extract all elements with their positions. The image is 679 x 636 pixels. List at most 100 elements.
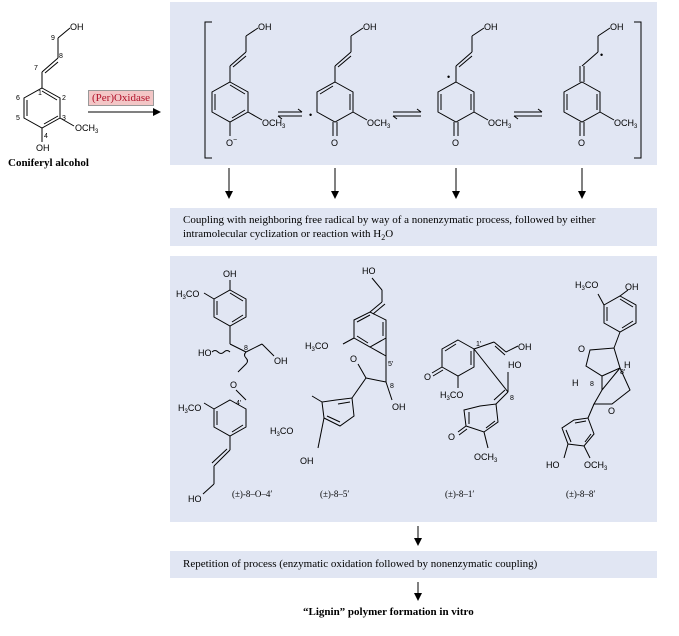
dimer-8-8-structure: OH H3CO O 8′ H 8 H O HO OCH3 — [546, 280, 639, 472]
atom-och3-sub: 3 — [95, 129, 99, 135]
equilibrium-arrow-3 — [513, 108, 543, 120]
dimer-8-5-structure: HO H3CO 5′ O 8 OH H3CO OH — [270, 266, 406, 466]
d3-o-bottom: O — [448, 432, 455, 442]
d1-h3co-top: H3CO — [176, 289, 199, 301]
d4-och3-bottom-base: OCH — [584, 460, 604, 470]
s3-radical-dot: • — [447, 72, 450, 82]
d1-h3co-top-h: H — [176, 289, 183, 299]
equilibrium-arrow-2 — [392, 108, 422, 120]
dimer-label-3: (±)-8–1′ — [445, 489, 474, 499]
d4-h3co-top-co: CO — [585, 280, 599, 290]
d4-h3co-top-3: 3 — [582, 286, 586, 292]
d4-number-8: 8 — [590, 381, 594, 388]
d3-number-8: 8 — [510, 395, 514, 402]
d1-oh-top: OH — [223, 269, 237, 279]
dimer-8-o-4-structure: OH H3CO HO OH 8 O 4′ H3CO HO — [176, 269, 288, 504]
s4-och3-sub: 3 — [634, 124, 638, 130]
d1-h3co-bottom-co: CO — [188, 403, 202, 413]
coupling-step-panel — [170, 208, 657, 246]
atom-number-9: 9 — [51, 35, 55, 42]
d4-ho-bottom: HO — [546, 460, 560, 470]
product-text: “Lignin” polymer formation in vitro — [303, 606, 474, 618]
d2-h3co-co: CO — [315, 341, 329, 351]
s3-och3: OCH3 — [488, 118, 512, 130]
s2-och3: OCH3 — [367, 118, 391, 130]
s1-o-minus: O− — [226, 137, 237, 148]
d1-o-ether: O — [230, 380, 237, 390]
d4-oh-top: OH — [625, 282, 639, 292]
d3-och3-bottom-base: OCH — [474, 452, 494, 462]
d3-number-1p: 1′ — [476, 341, 482, 348]
d2-ho-top: HO — [362, 266, 376, 276]
radical-resonance-panel — [170, 2, 657, 165]
repetition-step-text: Repetition of process (enzymatic oxidati… — [183, 558, 538, 570]
coniferyl-alcohol-structure: OH OCH3 OH 9 8 7 1 2 3 4 5 6 — [16, 22, 99, 153]
s4-och3-base: OCH — [614, 118, 634, 128]
atom-och3: OCH3 — [75, 123, 99, 135]
s3-och3-sub: 3 — [508, 124, 512, 130]
d3-och3-bottom-sub: 3 — [494, 458, 498, 464]
resonance-brackets — [204, 21, 642, 159]
d3-oh-top: OH — [518, 342, 532, 352]
dimer-label-1: (±)-8–O–4′ — [232, 489, 272, 499]
d1-wavy-bond-2 — [237, 351, 248, 373]
d1-h3co-bottom: H3CO — [178, 403, 201, 415]
resonance-structure-2: OH OCH3 O • — [309, 22, 391, 148]
d3-h3co-co: CO — [450, 390, 464, 400]
s1-o-base: O — [226, 138, 233, 148]
s2-o: O — [331, 138, 338, 148]
s1-och3-base: OCH — [262, 118, 282, 128]
atom-number-3: 3 — [62, 115, 66, 122]
d2-oh-side: OH — [392, 402, 406, 412]
atom-number-5: 5 — [16, 115, 20, 122]
d2-h3co-3: 3 — [312, 347, 316, 353]
dimer-label-4: (±)-8–8′ — [566, 489, 595, 499]
d3-o-top: O — [424, 372, 431, 382]
repetition-step-panel — [170, 551, 657, 578]
coupling-line-end: O — [385, 228, 394, 240]
d2-oh-bottom: OH — [300, 456, 314, 466]
coupling-line-2: intramolecular cyclization or reaction w… — [183, 228, 382, 240]
d4-och3-bottom: OCH3 — [584, 460, 608, 472]
atom-oh-bottom: OH — [36, 143, 50, 153]
d4-h3co-top: H3CO — [575, 280, 598, 292]
s2-oh: OH — [363, 22, 377, 32]
atom-och3-base: OCH — [75, 123, 95, 133]
s1-och3-sub: 3 — [282, 124, 286, 130]
enzyme-label: (Per)Oxidase — [88, 90, 155, 106]
atom-number-8: 8 — [59, 53, 63, 60]
d3-h3co-h: H — [440, 390, 447, 400]
d2-h3co: H3CO — [305, 341, 328, 353]
d4-h3co-top-h: H — [575, 280, 582, 290]
atom-number-1: 1 — [38, 90, 42, 97]
d2-number-5p: 5′ — [388, 361, 394, 368]
d2-o-ring: O — [350, 354, 357, 364]
d1-h3co-bottom-3: 3 — [185, 409, 189, 415]
d1-h3co-top-co: CO — [186, 289, 200, 299]
s4-o: O — [578, 138, 585, 148]
d4-number-8p: 8′ — [620, 369, 626, 376]
resonance-structure-4: OH OCH3 O • — [563, 22, 638, 148]
s2-och3-sub: 3 — [387, 124, 391, 130]
d2-h3co-h: H — [305, 341, 312, 351]
coupling-line-1: Coupling with neighboring free radical b… — [183, 214, 596, 226]
resonance-structure-3: OH OCH3 O • — [437, 22, 512, 148]
s3-o: O — [452, 138, 459, 148]
d4-h-right: H — [624, 360, 631, 370]
s4-oh: OH — [610, 22, 624, 32]
d1-oh-side: OH — [274, 356, 288, 366]
s1-oh: OH — [258, 22, 272, 32]
d3-ho-side: HO — [508, 360, 522, 370]
atom-number-7: 7 — [34, 65, 38, 72]
atom-number-6: 6 — [16, 95, 20, 102]
s4-och3: OCH3 — [614, 118, 638, 130]
s3-oh: OH — [484, 22, 498, 32]
d4-h-left: H — [572, 378, 579, 388]
dimers-panel — [170, 256, 657, 522]
equilibrium-arrow-1 — [277, 108, 303, 120]
d1-number-4p: 4′ — [236, 400, 242, 407]
d3-h3co: H3CO — [440, 390, 463, 402]
d4-och3-bottom-sub: 3 — [604, 466, 608, 472]
s2-radical-dot: • — [309, 110, 312, 120]
